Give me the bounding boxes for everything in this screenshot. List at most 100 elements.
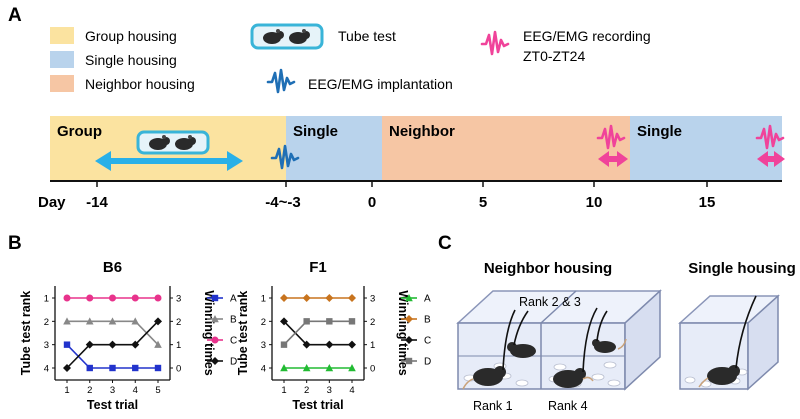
series-point-d: [63, 364, 71, 372]
series-point-a: [348, 364, 356, 372]
series-point-b: [325, 294, 334, 302]
series-point-b: [108, 317, 117, 325]
tube-period-arrow: [95, 151, 243, 171]
tube-test-icon: [250, 23, 324, 50]
series-point-b: [63, 317, 71, 325]
legend-label-a: A: [424, 294, 431, 305]
x-tick-label: 2: [87, 385, 92, 396]
y-right-tick-label: 2: [370, 317, 375, 328]
legend-label-b: B: [230, 315, 237, 326]
legend-marker-b: [405, 315, 413, 323]
rank-23-label: Rank 2 & 3: [519, 295, 581, 309]
timeline-single-segment: [286, 116, 382, 180]
x-tick-label: 1: [64, 385, 69, 396]
x-tick-label: 4: [349, 385, 354, 396]
x-tick-label: 4: [133, 385, 138, 396]
legend-recording-label: EEG/EMG recording: [523, 28, 651, 44]
legend-single-label: Single housing: [85, 52, 177, 68]
x-tick-label: 1: [281, 385, 286, 396]
y-tick-label: 1: [261, 294, 266, 305]
series-point-b: [302, 294, 311, 302]
series-point-c: [348, 340, 356, 349]
legend-group-label: Group housing: [85, 28, 177, 44]
series-point-d: [131, 340, 140, 349]
legend-marker-b: [211, 315, 219, 323]
x-axis-label: Test trial: [292, 398, 343, 412]
series-point-d: [280, 341, 288, 348]
timeline-single2-label: Single: [637, 123, 682, 140]
y-axis-label: Tube test rank: [19, 291, 33, 376]
rank-4-label: Rank 4: [548, 399, 588, 413]
chart-title: F1: [309, 259, 327, 276]
x-tick-label: 3: [110, 385, 115, 396]
y-tick-label: 2: [44, 317, 49, 328]
timeline-single-label: Single: [293, 123, 338, 140]
legend-marker-c: [405, 336, 413, 344]
panel-b-label: B: [8, 233, 22, 254]
y-right-tick-label: 3: [176, 294, 181, 305]
chart-title: B6: [103, 259, 122, 276]
recording-arrow-1: [598, 151, 628, 167]
legend-single-swatch: [50, 51, 74, 68]
series-point-a: [325, 364, 334, 372]
single-housing-title: Single housing: [688, 260, 796, 277]
series-point-c: [280, 317, 288, 326]
legend-tube-label: Tube test: [338, 28, 396, 44]
timeline-tick-10: 10: [586, 194, 603, 211]
series-point-d: [154, 317, 162, 326]
series-point-c: [325, 340, 334, 349]
single-cage: [678, 294, 780, 391]
timeline-tick-0: 0: [368, 194, 376, 211]
y-tick-label: 4: [44, 364, 49, 375]
neighbor-housing-title: Neighbor housing: [484, 260, 612, 277]
series-point-c: [302, 340, 311, 349]
timeline-group-label: Group: [57, 123, 102, 140]
y-tick-label: 1: [44, 294, 49, 305]
series-point-c: [109, 294, 116, 302]
panel-c-label: C: [438, 233, 452, 254]
legend-marker-c: [211, 336, 219, 344]
y-right-tick-label: 0: [176, 364, 181, 375]
timeline-tick--14: -14: [86, 194, 108, 211]
legend-neighbor-swatch: [50, 75, 74, 92]
series-point-a: [154, 364, 162, 372]
timeline-tick-15: 15: [699, 194, 716, 211]
timeline-neighbor-label: Neighbor: [389, 123, 455, 140]
y-right-tick-label: 2: [176, 317, 181, 328]
y-right-tick-label: 1: [176, 340, 181, 351]
y-tick-label: 3: [261, 340, 266, 351]
y-right-tick-label: 0: [370, 364, 375, 375]
y-right-axis-label: Winning times: [202, 290, 216, 375]
series-point-c: [131, 294, 139, 302]
x-axis-label: Test trial: [87, 398, 138, 412]
legend-label-a: A: [230, 294, 237, 305]
series-point-d: [326, 318, 333, 325]
timeline-tube-icon: [136, 130, 210, 155]
legend-marker-a: [405, 294, 413, 302]
neighbor-cage: [456, 289, 662, 391]
recording-arrow-2: [757, 151, 785, 167]
series-point-c: [63, 294, 71, 302]
series-point-b: [131, 317, 140, 325]
x-tick-label: 5: [155, 385, 160, 396]
timeline-tick--4-3: -4~-3: [265, 194, 300, 211]
series-point-a: [86, 364, 93, 372]
x-tick-label: 2: [304, 385, 309, 396]
y-tick-label: 3: [44, 340, 49, 351]
legend-label-c: C: [424, 336, 431, 347]
legend-group-swatch: [50, 27, 74, 44]
legend-label-c: C: [230, 336, 237, 347]
legend-label-d: D: [230, 357, 237, 368]
legend-marker-d: [405, 357, 413, 365]
legend-implant-label: EEG/EMG implantation: [308, 76, 453, 92]
y-tick-label: 4: [261, 364, 266, 375]
rank-1-label: Rank 1: [473, 399, 513, 413]
legend-label-b: B: [424, 315, 431, 326]
series-point-c: [154, 294, 162, 302]
series-point-b: [154, 340, 162, 348]
timeline-neighbor-segment: [382, 116, 630, 180]
series-point-a: [109, 364, 116, 372]
timeline-ticks: [96, 181, 708, 187]
